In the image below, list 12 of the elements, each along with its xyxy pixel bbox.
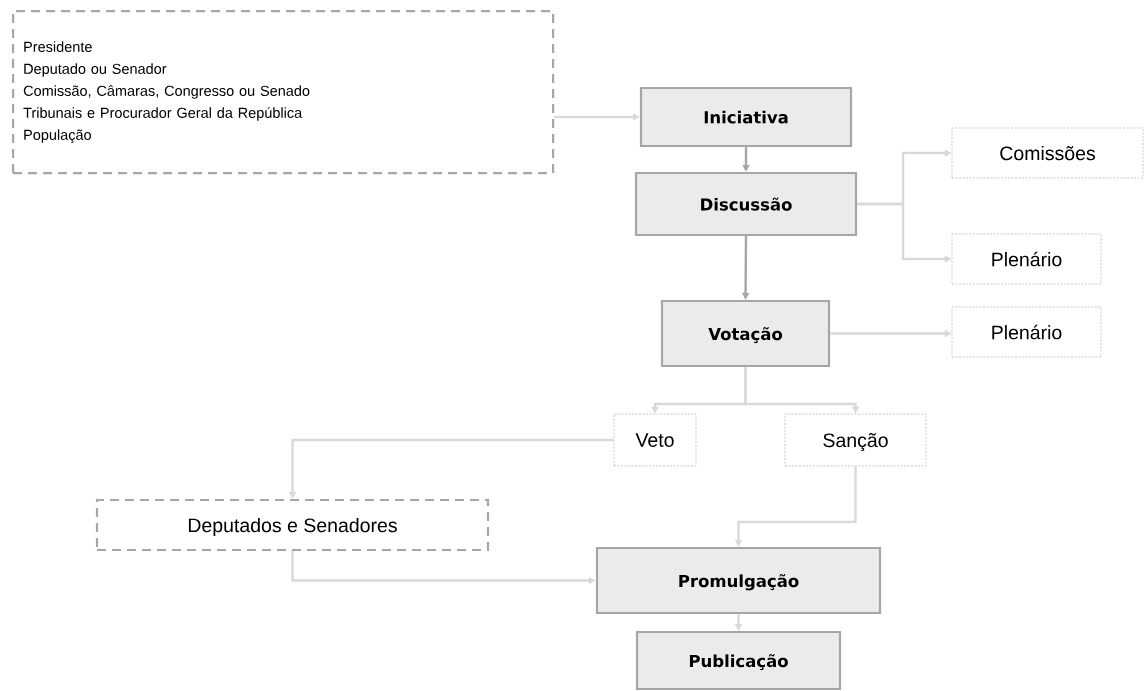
process-box: Votação (660, 299, 831, 368)
dashed-box: Veto (613, 413, 697, 467)
dashed-box: Plenário (951, 233, 1102, 285)
dashed-box: Presidente Deputado ou Senador Comissão, Câmaras, Congresso ou Senado Tribunais e Procurador Geral da República População (12, 10, 555, 175)
process-box: Iniciativa (639, 86, 853, 148)
dashed-box: Deputados e Senadores (95, 498, 490, 552)
dashed-box: Plenário (951, 306, 1102, 358)
dashed-box: Comissões (951, 127, 1144, 179)
process-box: Promulgação (595, 546, 882, 615)
process-box: Publicação (635, 630, 842, 691)
process-box: Discussão (634, 171, 858, 237)
dashed-box: Sanção (784, 413, 927, 467)
